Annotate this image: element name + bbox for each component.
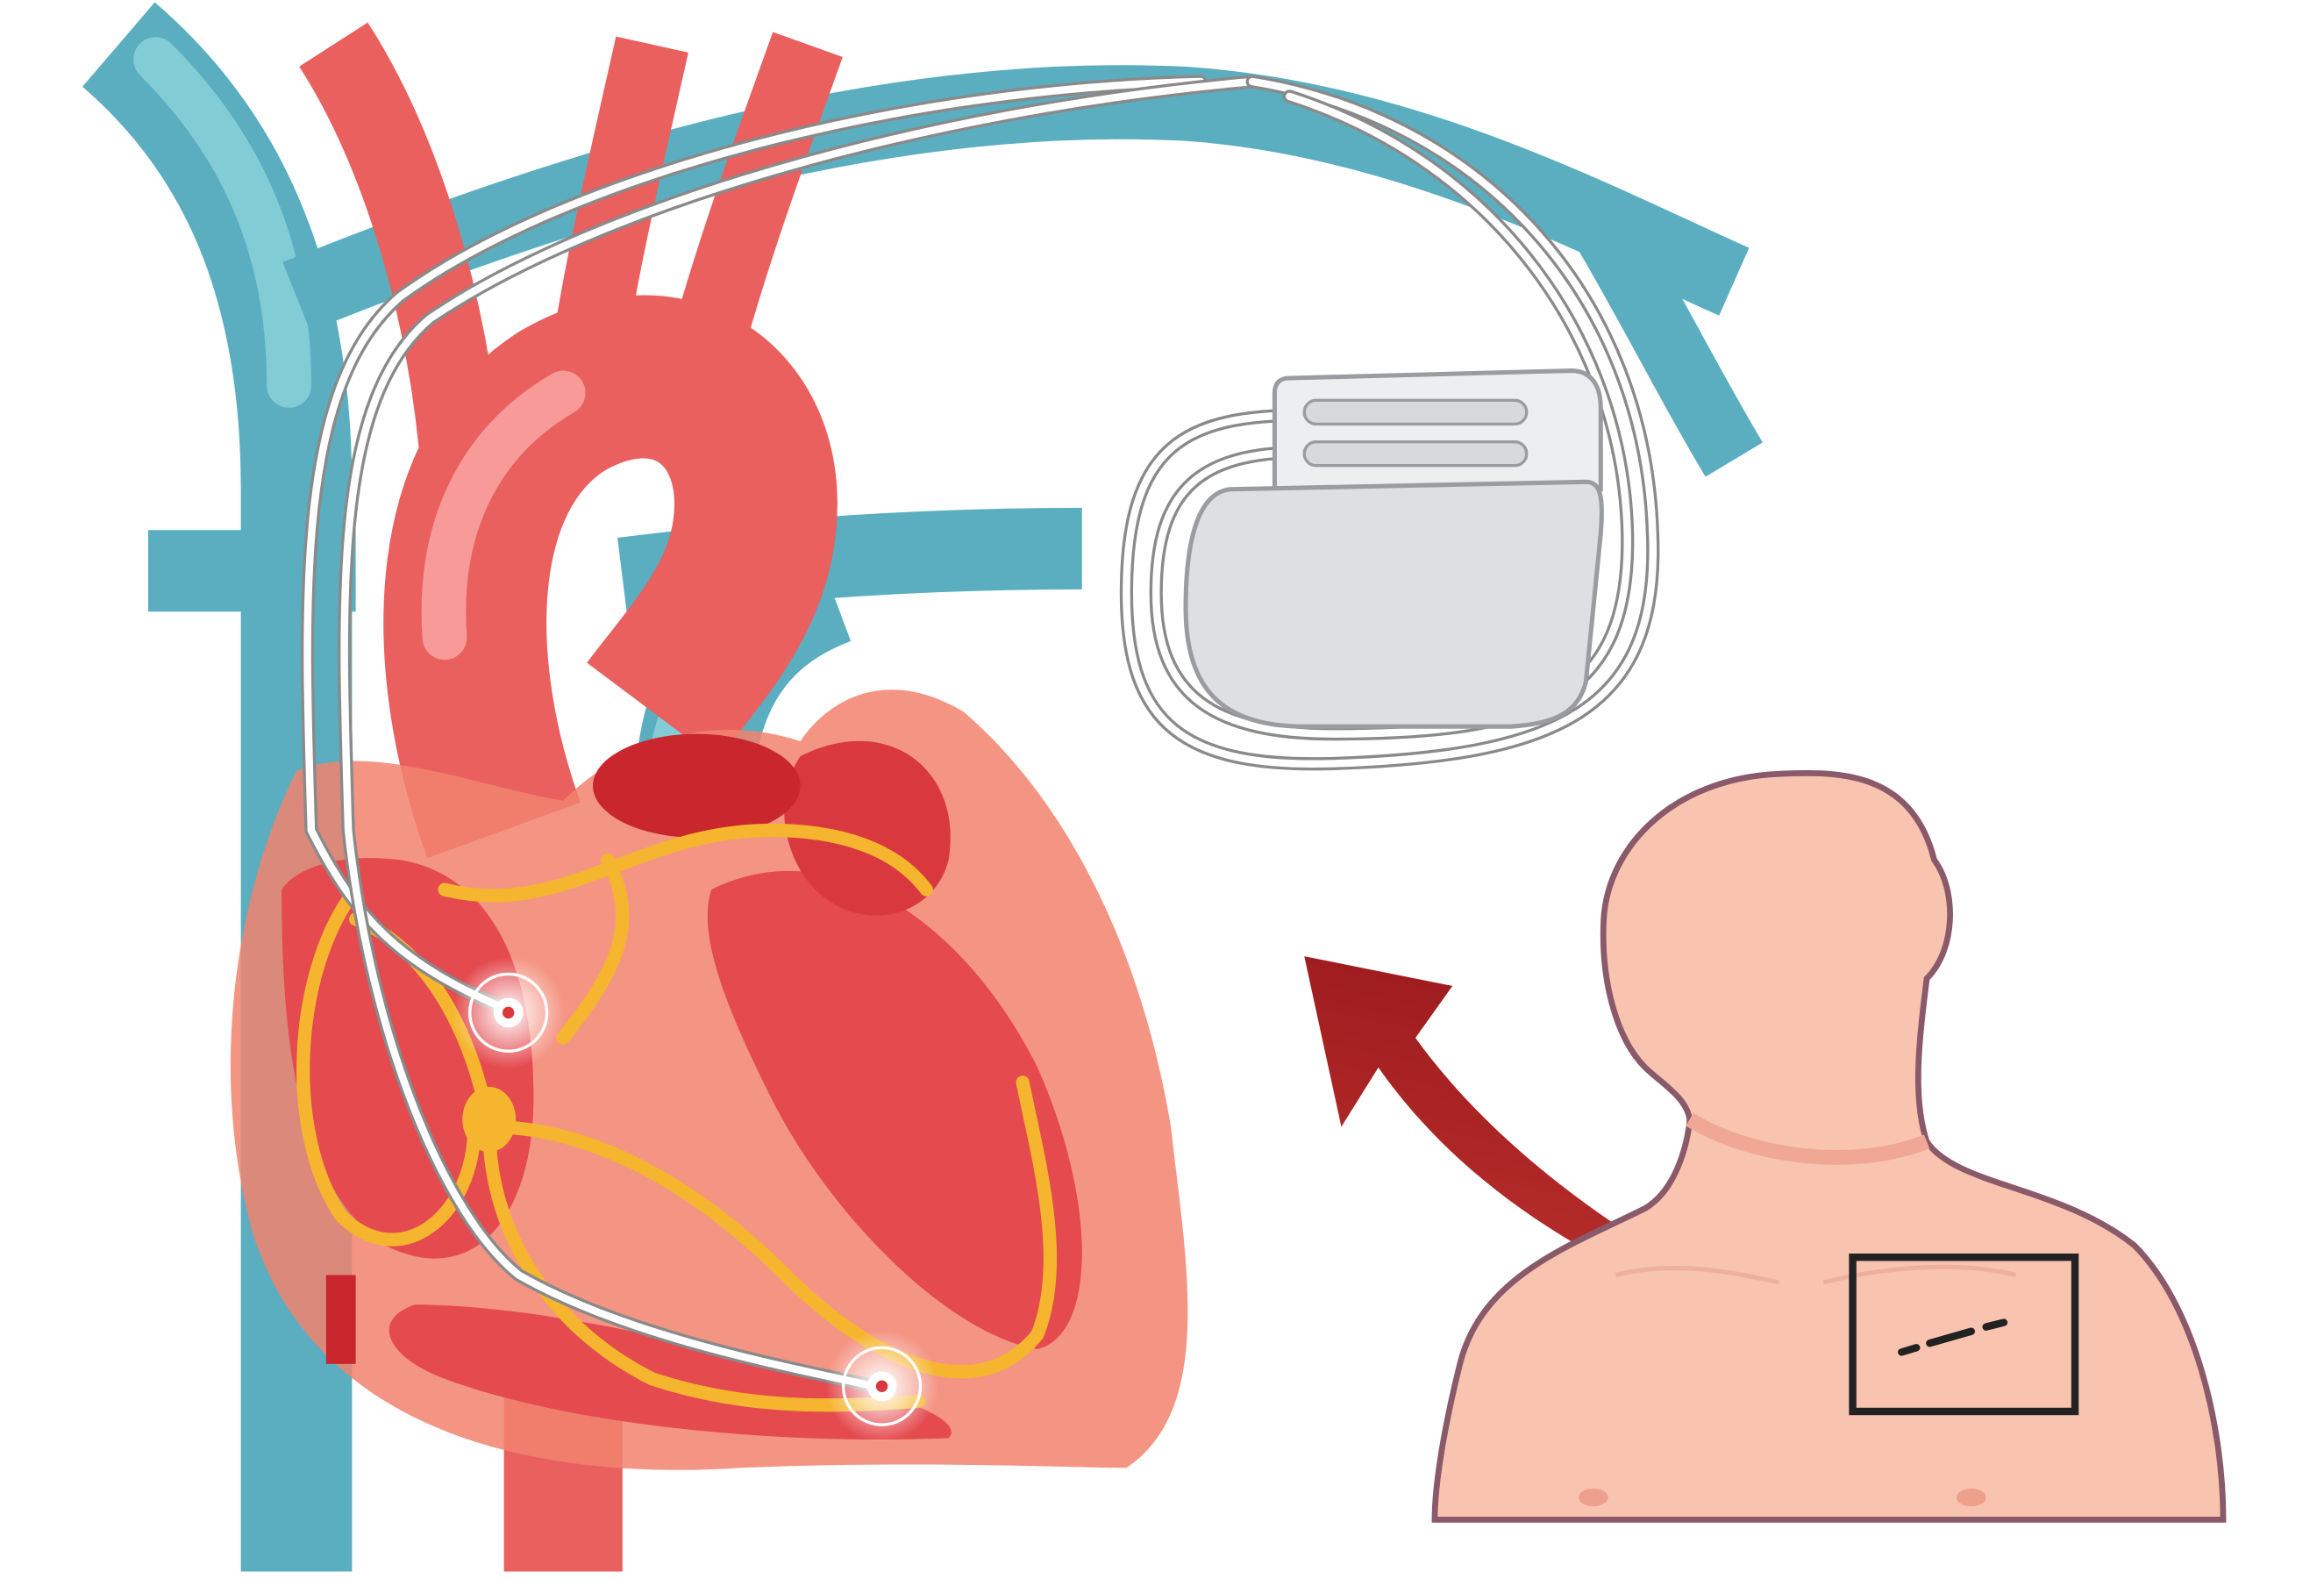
av-node: [462, 1086, 517, 1153]
nipple-left: [1578, 1488, 1608, 1507]
collarbone-left: [1615, 1266, 1779, 1285]
electrode-ventricular: [825, 1330, 938, 1443]
conduction-path-bachmann: [438, 823, 933, 903]
neck-shadow: [1686, 1112, 1930, 1165]
nipple-right: [1956, 1488, 1986, 1507]
header-port-2: [1302, 439, 1529, 468]
conduction-branch: [556, 853, 630, 1045]
aortic-valve: [593, 733, 801, 838]
header-port-1: [1302, 398, 1529, 426]
pulse-ring: [841, 1346, 923, 1426]
electrode-atrial: [452, 956, 565, 1069]
device-header: [1272, 368, 1603, 499]
carotid-left: [299, 22, 501, 449]
pacing-leads: [300, 75, 1660, 1393]
pulse-ring: [468, 972, 549, 1053]
lead-ventricular: [340, 77, 1257, 1390]
aorta-highlight: [421, 370, 586, 661]
incision-mark: [1898, 1318, 2008, 1356]
electrode-core: [502, 1006, 515, 1019]
electrode-core: [875, 1380, 888, 1393]
incision-site-box: [1849, 1253, 2079, 1416]
lead-loop-right: [1123, 77, 1657, 768]
implant-location-arrow: [1304, 956, 1846, 1349]
device-can: [1183, 479, 1604, 729]
pacemaker-device: [1183, 368, 1604, 729]
patient-body: [1431, 769, 2227, 1523]
subclavian-branch: [1572, 204, 1763, 477]
heart-chamber-left-ventricle: [707, 870, 1082, 1349]
patient-figure: [1431, 769, 2227, 1523]
vena-cava-highlight: [133, 37, 311, 408]
collarbone-right: [1822, 1264, 2017, 1285]
conduction-path-atrial: [296, 882, 481, 1247]
